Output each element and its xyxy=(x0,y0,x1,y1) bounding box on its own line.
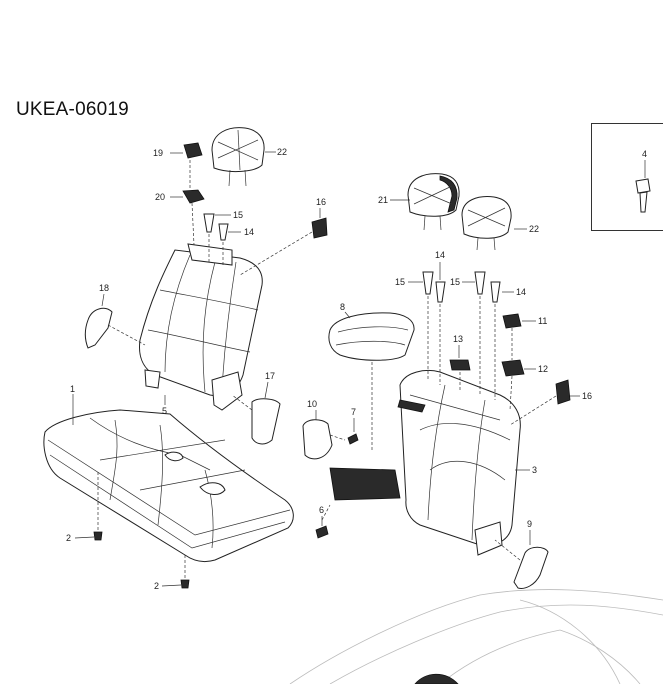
left-headrest[interactable] xyxy=(211,127,265,187)
guide-bracket-20[interactable] xyxy=(182,160,205,246)
callout-15-left: 15 xyxy=(233,210,243,220)
bracket-13[interactable] xyxy=(449,359,471,392)
left-bolts[interactable] xyxy=(203,213,229,266)
callout-8: 8 xyxy=(340,302,345,312)
detail-inset-box xyxy=(591,123,663,231)
callout-14-right-a: 14 xyxy=(435,250,445,260)
headrest-guide-19[interactable] xyxy=(183,142,203,159)
rear-seat-cushion[interactable] xyxy=(43,409,294,563)
headrest-21[interactable] xyxy=(407,173,460,231)
callout-20: 20 xyxy=(155,192,165,202)
callout-21: 21 xyxy=(378,195,388,205)
side-cover-9[interactable] xyxy=(494,539,549,589)
clip-11[interactable] xyxy=(502,313,522,360)
callout-18: 18 xyxy=(99,283,109,293)
callout-2-lower: 2 xyxy=(154,581,159,591)
clip-16-right[interactable] xyxy=(509,379,571,426)
callout-16-right: 16 xyxy=(582,391,592,401)
bracket-12[interactable] xyxy=(501,359,525,411)
callout-3: 3 xyxy=(532,465,537,475)
vehicle-outline xyxy=(289,589,663,684)
leader-lines xyxy=(72,151,580,587)
inset-bolt-4 xyxy=(635,160,651,213)
callout-2-upper: 2 xyxy=(66,533,71,543)
right-bolts[interactable] xyxy=(422,271,501,400)
armrest-8[interactable] xyxy=(328,312,415,450)
callout-11: 11 xyxy=(538,316,547,326)
fasteners-2[interactable] xyxy=(93,472,190,589)
diagram-code: UKEA-06019 xyxy=(16,99,129,120)
callout-4: 4 xyxy=(642,149,647,159)
callout-22-right: 22 xyxy=(529,224,539,234)
callout-17: 17 xyxy=(265,371,275,381)
left-seatback[interactable] xyxy=(139,243,263,411)
callout-12: 12 xyxy=(538,364,548,374)
clip-7[interactable] xyxy=(347,433,359,445)
hinge-10[interactable] xyxy=(302,419,346,460)
callout-14-right-b: 14 xyxy=(516,287,526,297)
side-cover-18[interactable] xyxy=(84,307,146,349)
callout-10: 10 xyxy=(307,399,317,409)
callout-14-left: 14 xyxy=(244,227,254,237)
callout-6: 6 xyxy=(319,505,324,515)
callout-labels: 19 20 22 15 14 16 18 5 17 1 2 2 21 22 8 … xyxy=(66,147,647,591)
clip-6[interactable] xyxy=(315,504,331,539)
clip-16-left[interactable] xyxy=(239,217,328,276)
callout-9: 9 xyxy=(527,519,532,529)
callout-13: 13 xyxy=(453,334,463,344)
callout-7: 7 xyxy=(351,407,356,417)
callout-15-right-a: 15 xyxy=(395,277,405,287)
callout-1: 1 xyxy=(70,384,75,394)
callout-22-left: 22 xyxy=(277,147,287,157)
callout-19: 19 xyxy=(153,148,163,158)
callout-5: 5 xyxy=(162,406,167,416)
callout-15-right-b: 15 xyxy=(450,277,460,287)
headrest-22-right[interactable] xyxy=(461,196,512,251)
callout-16-left: 16 xyxy=(316,197,326,207)
right-seatback[interactable] xyxy=(329,370,521,556)
trim-cover-17[interactable] xyxy=(231,394,281,445)
